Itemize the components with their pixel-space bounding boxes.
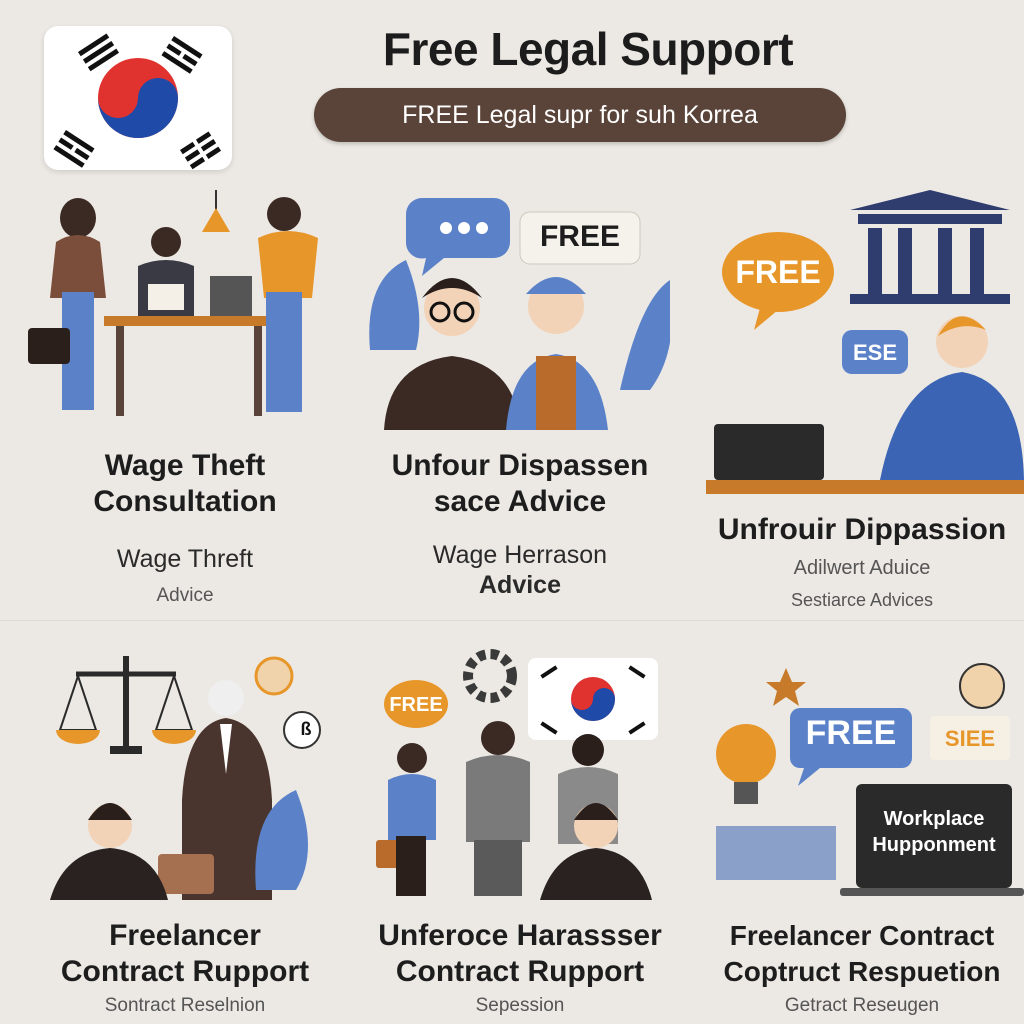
card-2-caption-2: Advice [479, 571, 561, 599]
coin-badge [283, 711, 321, 749]
free-bubble-blue [790, 708, 912, 786]
card-6-title-line-2: Coptruct Respuetion [723, 956, 1001, 987]
courthouse-icon [850, 190, 1010, 304]
laptop-icon [840, 784, 1024, 896]
document-icon [716, 826, 836, 880]
card-3-free-label: FREE [735, 254, 821, 290]
scales-of-justice-icon [56, 656, 196, 754]
card-5-illustration [376, 649, 658, 900]
lightbulb-icon [716, 724, 776, 804]
card-4-title-line-2: Contract Rupport [60, 955, 310, 988]
woman-figure [376, 743, 436, 896]
card-3-caption-2: Sestiarce Advices [790, 590, 934, 610]
korean-flag-card [44, 26, 232, 170]
card-5-title-line-2: Contract Rupport [395, 955, 645, 988]
card-1-title: Wage Theft Consultation [20, 448, 350, 520]
card-2-title: Unfour Dispassen sace Advice [350, 448, 690, 520]
card-1-caption-1: Wage Threft [116, 545, 254, 573]
card-4-illustration [50, 656, 321, 900]
briefcase-icon [28, 328, 70, 364]
row-divider [0, 620, 1024, 621]
plant-left [369, 260, 420, 350]
card-4-title-line-1: Freelancer [109, 919, 261, 952]
laptop-screen-text: Workplace Hupponment [860, 806, 1008, 858]
card-6-free-label: FREE [805, 714, 897, 752]
card-3-illustration [706, 190, 1024, 494]
desk [706, 480, 1024, 494]
card-1-caption-2: Advice [156, 585, 214, 606]
card-6-badge-label: SIEE [944, 726, 996, 751]
seated-man-figure [138, 227, 194, 318]
card-1-illustration [28, 190, 318, 416]
card-6-title: Freelancer Contract Coptruct Respuetion [700, 918, 1024, 990]
ese-badge [842, 330, 908, 374]
gear-icon [463, 649, 517, 703]
worker-figure [506, 277, 608, 430]
free-burst [384, 680, 448, 728]
star-icon [766, 668, 806, 706]
young-man-figure [50, 803, 168, 900]
card-3-caption-1: Adilwert Aduice [793, 557, 931, 579]
coin-icon [254, 656, 294, 696]
card-2-caption-1: Wage Herrason [432, 541, 608, 569]
briefcase-icon [158, 854, 214, 894]
coin-icon [959, 663, 1005, 709]
lawyer-figure [880, 316, 1024, 480]
free-bubble-orange [722, 232, 834, 330]
laptop-icon [714, 424, 824, 480]
man-right-figure [258, 197, 318, 412]
card-4-caption-1: Sontract Reselnion [104, 995, 266, 1016]
card-2-title-line-1: Unfour Dispassen [391, 449, 649, 482]
card-6-illustration [716, 663, 1024, 896]
laptop-screen-line-1: Workplace [883, 808, 985, 830]
laptop-icon [210, 276, 252, 316]
siee-badge [930, 716, 1010, 760]
plant-right [620, 280, 670, 390]
card-6-title-line-1: Freelancer Contract [729, 920, 995, 951]
card-2-free-label: FREE [539, 220, 620, 253]
free-bubble [519, 211, 641, 265]
card-4-coin-label: ß [300, 719, 312, 739]
page-title: Free Legal Support [382, 23, 794, 75]
card-5-caption-1: Sepession [475, 995, 565, 1016]
card-1-title-line-1: Wage Theft [104, 449, 266, 482]
subtitle-banner: FREE Legal supr for suh Korrea [314, 88, 846, 142]
card-3-badge-label: ESE [852, 340, 898, 365]
card-6-caption-1: Getract Reseugen [784, 995, 940, 1016]
card-3-title: Unfrouir Dippassion [717, 513, 1007, 546]
man-center-figure [466, 721, 530, 896]
subtitle-text: FREE Legal supr for suh Korrea [402, 100, 758, 129]
card-1-title-line-2: Consultation [93, 485, 277, 518]
laptop-screen-line-2: Hupponment [872, 834, 996, 856]
speech-bubble-icon [405, 198, 510, 276]
plant [255, 790, 308, 890]
card-2-title-line-2: sace Advice [433, 485, 607, 518]
korean-flag-icon [53, 33, 222, 170]
person-glasses-figure [384, 278, 520, 430]
lamp-icon [202, 190, 230, 232]
woman-figure [28, 198, 106, 410]
card-5-title: Unferoce Harassser Contract Rupport [350, 918, 690, 990]
card-5-title-line-1: Unferoce Harassser [378, 919, 662, 952]
card-4-title: Freelancer Contract Rupport [20, 918, 350, 990]
card-2-illustration [369, 198, 670, 430]
card-5-free-label: FREE [389, 694, 443, 716]
young-man-figure [540, 803, 652, 900]
